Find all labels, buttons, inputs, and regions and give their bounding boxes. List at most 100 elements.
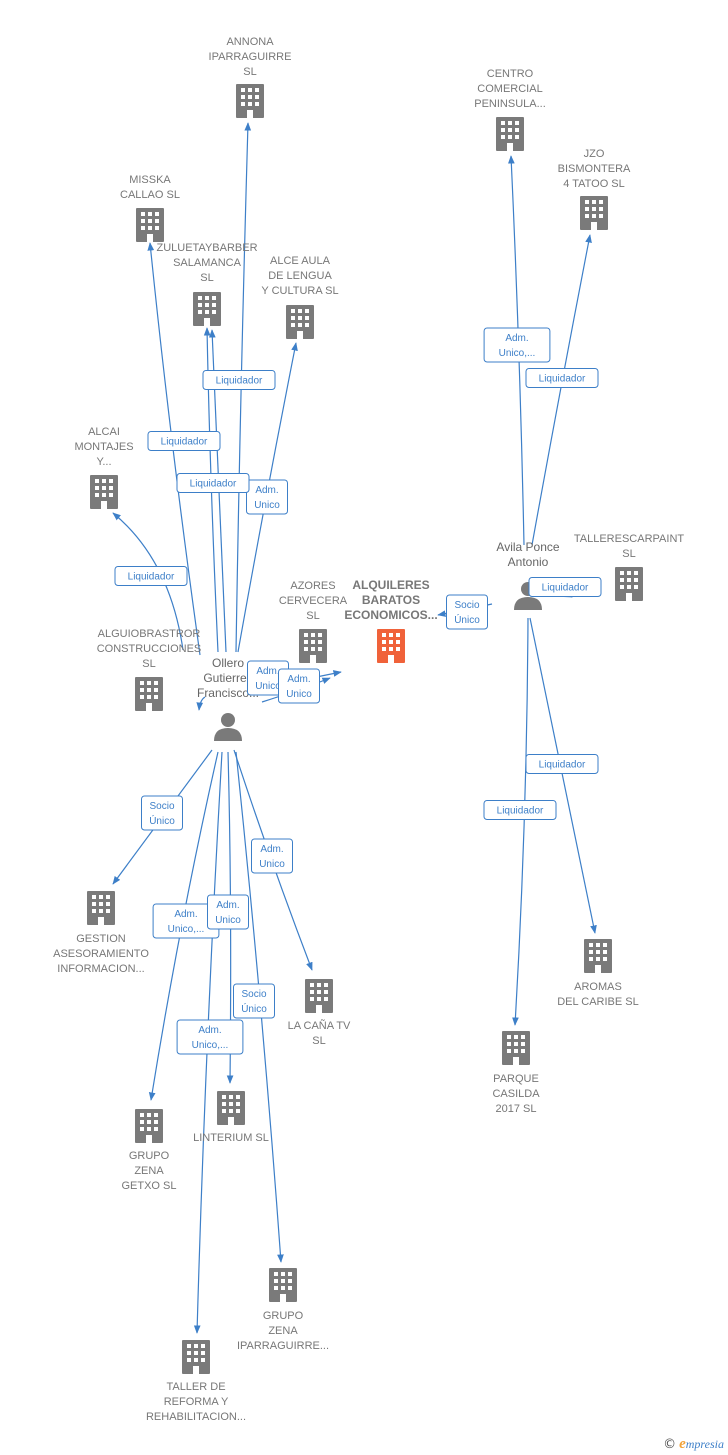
company-node-alquileres[interactable]: ALQUILERESBARATOSECONOMICOS...	[344, 578, 438, 663]
edge-label-text: Adm.	[260, 844, 283, 855]
edge-label-ollero-zuluetaybarber[interactable]: Liquidador	[202, 370, 276, 390]
edge-label-text: Adm.	[216, 900, 239, 911]
person-icon	[221, 713, 235, 727]
company-label-line: MISSKA	[129, 174, 171, 186]
edge-label-ollero-alquileres2[interactable]: Adm. Unico	[278, 668, 320, 704]
company-node-gestion[interactable]: GESTIONASESORAMIENTOINFORMACION...	[53, 891, 149, 975]
edge-avila-jzo	[531, 234, 592, 546]
building-icon	[217, 1091, 245, 1125]
edge-label-text: Adm.	[287, 674, 310, 685]
company-label-line: TALLERESCARPAINT	[574, 533, 685, 545]
company-node-grupo_ipar[interactable]: GRUPO ZENA IPARRAGUIRRE...	[237, 1268, 329, 1352]
edge-label-box	[525, 368, 599, 388]
edge-label-text: Unico,...	[168, 924, 205, 935]
edge-label-text: Unico,...	[192, 1040, 229, 1051]
company-label-line: IPARRAGUIRRE...	[237, 1340, 329, 1352]
edge-label-text: Adm.	[256, 666, 279, 677]
building-icon	[87, 891, 115, 925]
building-icon	[584, 939, 612, 973]
company-node-alcai[interactable]: ALCAIMONTAJESY...	[74, 426, 134, 509]
edge-avila-aromas	[529, 617, 597, 934]
building-icon	[305, 979, 333, 1013]
edge-label-text: Adm.	[174, 909, 197, 920]
person-node-ollero[interactable]: OlleroGutierrezFrancisco...	[197, 656, 259, 741]
edge-label-text: Liquidador	[161, 437, 208, 448]
edge-label-ollero-grupo_getxo[interactable]: Adm. Unico,...	[152, 903, 220, 939]
edge-label-avila-centro[interactable]: Adm.Unico,...	[483, 327, 551, 363]
company-label-line: INFORMACION...	[57, 963, 144, 975]
building-icon	[299, 629, 327, 663]
company-node-linterium[interactable]: LINTERIUM SL	[193, 1091, 269, 1144]
company-label-line: GRUPO	[263, 1310, 304, 1322]
company-node-centro[interactable]: CENTROCOMERCIALPENINSULA...	[474, 68, 546, 151]
edge-label-text: Unico	[286, 689, 312, 700]
edge-label-box	[246, 479, 288, 515]
edge-label-avila-jzo[interactable]: Liquidador	[525, 368, 599, 388]
edge-label-box	[278, 668, 320, 704]
edges-layer	[112, 122, 597, 1334]
edge-label-ollero-alce[interactable]: Adm.Unico	[246, 479, 288, 515]
edge-label-ollero-alcai[interactable]: Liquidador	[114, 566, 188, 586]
edge-label-text: Único	[454, 613, 480, 626]
edge-labels-layer: LiquidadorLiquidadorAdm.UnicoLiquidadorL…	[114, 327, 602, 1055]
edge-label-text: Liquidador	[539, 374, 586, 385]
brand-initial: e	[679, 1436, 686, 1452]
edge-label-text: Socio	[454, 600, 479, 611]
edge-label-text: Socio	[241, 989, 266, 1000]
company-label-line: SL	[306, 610, 319, 622]
person-label-line: Avila Ponce	[496, 540, 559, 554]
edge-label-box	[483, 327, 551, 363]
edge-label-text: Liquidador	[497, 806, 544, 817]
person-label-line: Ollero	[212, 656, 244, 670]
company-label-line: PARQUE	[493, 1073, 539, 1085]
edge-label-ollero-linterium[interactable]: Adm.Unico	[207, 894, 249, 930]
building-icon	[193, 292, 221, 326]
company-label-line: PENINSULA...	[474, 98, 546, 110]
company-label-line: ZENA	[268, 1325, 298, 1337]
company-label-line: ZENA	[134, 1165, 164, 1177]
edge-label-text: Unico	[259, 859, 285, 870]
edge-label-avila-aromas[interactable]: Liquidador	[525, 754, 599, 774]
company-label-line: SL	[312, 1035, 325, 1047]
edge-label-box	[207, 894, 249, 930]
company-label-line: MONTAJES	[74, 441, 133, 453]
edge-label-ollero-lacana[interactable]: Adm. Unico	[251, 838, 293, 874]
building-icon	[615, 567, 643, 601]
empresia-watermark[interactable]: © empresia	[663, 1436, 724, 1453]
company-label-line: ANNONA	[226, 36, 274, 48]
edge-label-box	[202, 370, 276, 390]
edge-label-ollero-zuluetaybarber2[interactable]: Liquidador	[176, 473, 250, 493]
company-label-line: SL	[243, 66, 256, 78]
building-icon	[236, 84, 264, 118]
company-label-line: BARATOS	[362, 593, 420, 607]
company-label-line: ALCE AULA	[270, 255, 331, 267]
edge-label-avila-parque[interactable]: Liquidador	[483, 800, 557, 820]
edge-label-text: Unico	[255, 681, 281, 692]
company-label-line: GETXO SL	[121, 1180, 176, 1192]
edge-label-box	[141, 795, 183, 831]
edge-label-ollero-taller[interactable]: Adm.Unico,...	[176, 1019, 244, 1055]
edge-label-ollero-misska[interactable]: Liquidador	[147, 431, 221, 451]
edge-label-text: Liquidador	[216, 376, 263, 387]
company-label-line: CONSTRUCCIONES	[97, 643, 202, 655]
edge-label-avila-tallerescarpaint[interactable]: Liquidador	[528, 577, 602, 597]
company-label-line: ALCAI	[88, 426, 120, 438]
